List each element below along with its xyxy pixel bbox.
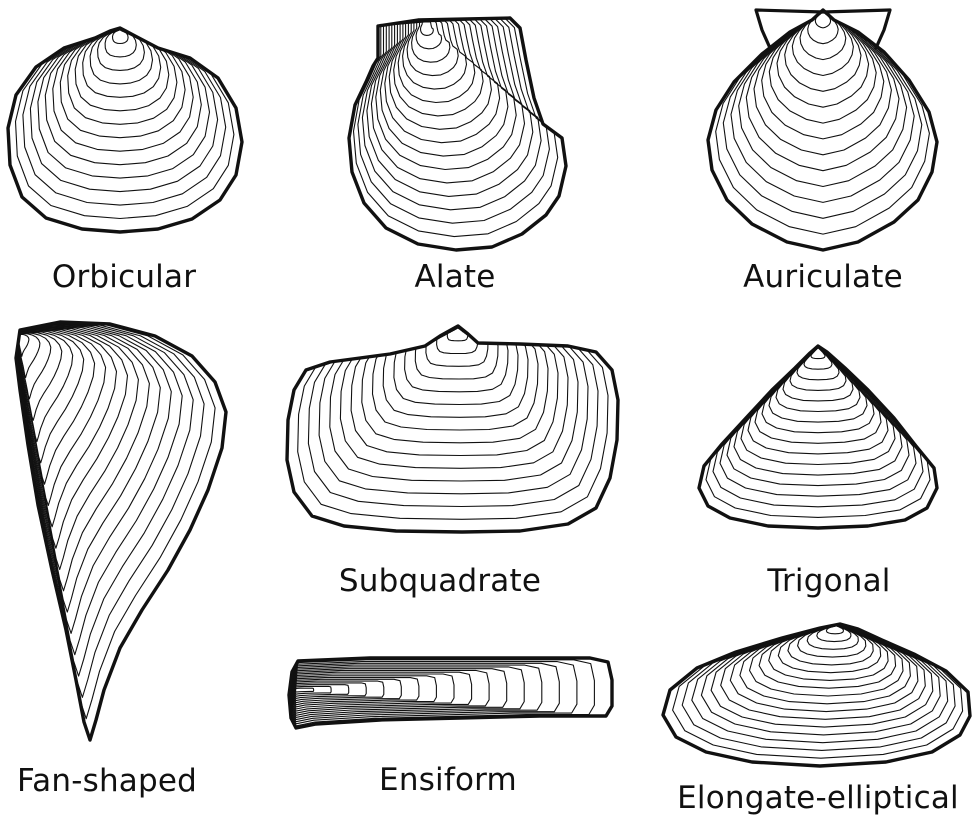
shell-elongate-elliptical [663, 624, 970, 766]
growth-line [296, 688, 314, 692]
shell-ensiform [289, 658, 612, 728]
shell-alate [349, 18, 566, 250]
shell-trigonal [699, 346, 937, 528]
growth-line [783, 347, 853, 401]
shell-orbicular [8, 28, 242, 232]
growth-line [330, 327, 578, 482]
shell-fan-shaped [16, 322, 226, 740]
shell-outline [8, 28, 242, 232]
label-alate: Alate [414, 259, 495, 295]
shell-subquadrate [287, 326, 618, 532]
growth-line [750, 625, 904, 696]
growth-line [405, 327, 508, 391]
shell-outline [699, 346, 937, 528]
growth-line [394, 20, 483, 116]
growth-line [692, 624, 948, 742]
growth-line [734, 347, 902, 476]
growth-line [730, 625, 918, 712]
growth-line [755, 347, 881, 443]
growth-line [723, 10, 922, 218]
growth-line [706, 346, 930, 517]
growth-line [713, 346, 923, 507]
growth-line [421, 22, 434, 36]
growth-line [785, 11, 861, 91]
label-orbicular: Orbicular [52, 259, 196, 295]
growth-line [298, 326, 608, 519]
label-subquadrate: Subquadrate [339, 563, 541, 599]
shell-auriculate [708, 10, 937, 250]
growth-line [403, 21, 467, 89]
growth-line [800, 12, 846, 60]
growth-line [426, 328, 488, 367]
growth-line [754, 11, 891, 155]
shell-outline [287, 326, 618, 532]
label-trigonal: Trigonal [767, 563, 890, 599]
label-ensiform: Ensiform [379, 762, 517, 798]
growth-line [731, 10, 914, 202]
label-auriculate: Auriculate [743, 259, 903, 295]
growth-line [797, 348, 839, 380]
label-fan-shaped: Fan-shaped [17, 763, 197, 799]
label-elongate-elliptical: Elongate-elliptical [677, 780, 959, 816]
growth-line [354, 18, 558, 236]
